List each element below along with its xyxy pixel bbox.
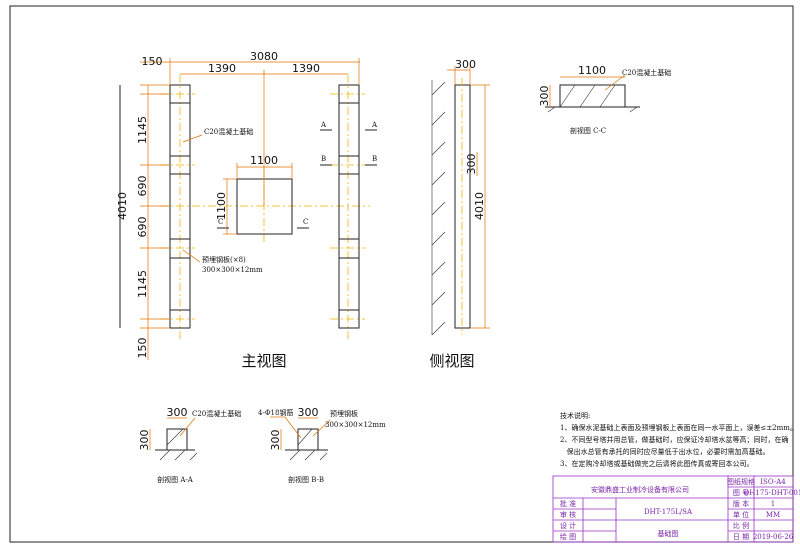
row-label: 版 本: [733, 499, 749, 508]
row-value: ISO-A4: [760, 478, 786, 486]
main-view: 3080 150 1390 1390 4010 1145 690 690 114…: [116, 50, 378, 370]
bb-dim-width: 300: [298, 406, 319, 419]
section-cc: 1100 300 C20混凝土基础 剖视图 C-C: [538, 64, 671, 135]
company-name: 安徽鼎盛工业制冷设备有限公司: [591, 485, 689, 494]
cc-dim-height: 300: [538, 86, 551, 107]
section-a-right: A: [371, 121, 378, 129]
note-item: 2、不同型号塔并用总管，做基础时，应保证冷却塔水盆等高；同时，在确: [560, 435, 788, 444]
row-value: DH175-DHT-001: [744, 489, 800, 497]
steel-plates: [170, 102, 359, 311]
row-value: 2019-06-26: [753, 533, 794, 541]
dim-bottom-offset: 150: [136, 338, 149, 359]
dim-total-width: 3080: [250, 50, 278, 63]
side-dim-mid: 300: [465, 154, 478, 175]
section-b-right: B: [372, 155, 377, 163]
dim-seg3: 690: [136, 217, 149, 238]
note-item: 1、确保水泥基础上表面及预埋钢板上表面在同一水平面上，误差≤±2mm。: [560, 423, 797, 432]
right-foundation-strip: [338, 84, 360, 329]
dim-seg4: 1145: [136, 270, 149, 298]
callout-concrete: C20混凝土基础: [204, 127, 253, 136]
technical-notes: 技术说明: 1、确保水泥基础上表面及预埋钢板上表面在同一水平面上，误差≤±2mm…: [560, 411, 797, 468]
cc-callout: C20混凝土基础: [622, 68, 671, 77]
model-number: DHT-175L/SA: [644, 508, 693, 516]
row-label: 图 号: [733, 489, 749, 497]
label-design: 设 计: [560, 521, 576, 530]
note-item: 保出水总管有承托的同时应尽量低于出水位，必要时需加高基础。: [560, 447, 770, 456]
label-review: 审 核: [560, 510, 576, 519]
side-dim-top: 300: [455, 58, 476, 71]
bb-callout-plate: 预埋钢板: [330, 409, 358, 418]
sheet-border: [9, 5, 794, 543]
row-label: 日 期: [733, 533, 749, 541]
drawing-name: 基础图: [658, 529, 679, 538]
dim-left-offset: 150: [142, 55, 163, 68]
dim-box-height: 1100: [215, 192, 228, 220]
aa-dim-width: 300: [167, 406, 188, 419]
dim-half-right: 1390: [292, 62, 320, 75]
side-dim-height: 4010: [473, 192, 486, 220]
cc-dim-width: 1100: [578, 64, 606, 77]
main-view-title: 主视图: [241, 352, 286, 370]
left-foundation-strip: [169, 84, 191, 329]
aa-callout: C20混凝土基础: [192, 409, 241, 418]
section-a-left: A: [320, 121, 327, 129]
section-aa: 300 300 C20混凝土基础 剖视图 A-A: [138, 406, 241, 484]
label-approve: 批 准: [560, 499, 576, 508]
center-foundation-box: [236, 178, 293, 235]
dim-box-width: 1100: [250, 154, 278, 167]
side-view-title: 侧视图: [429, 352, 474, 370]
row-value: 1: [771, 500, 775, 508]
note-item: 3、在定购冷却塔或基础做完之后请将此图传真或寄回本公司。: [560, 459, 753, 468]
bb-callout-plate-size: 300×300×12mm: [325, 421, 386, 429]
dim-seg2: 690: [136, 176, 149, 197]
dim-half-left: 1390: [208, 62, 236, 75]
section-bb: 300 300 4-Φ18钢筋 预埋钢板 300×300×12mm 剖视图 B-…: [258, 406, 386, 484]
side-foundation: [454, 84, 471, 329]
section-c-right: C: [303, 218, 308, 226]
callout-plate: 预埋钢板(×8): [202, 255, 246, 264]
cc-title: 剖视图 C-C: [570, 126, 606, 135]
section-b-left: B: [321, 155, 326, 163]
aa-dim-height: 300: [138, 430, 151, 451]
row-label: 比 例: [733, 521, 749, 530]
notes-heading: 技术说明:: [560, 411, 590, 420]
bb-title: 剖视图 B-B: [288, 475, 324, 484]
dim-seg1: 1145: [136, 116, 149, 144]
aa-title: 剖视图 A-A: [157, 475, 194, 484]
row-value: MM: [766, 511, 780, 519]
bb-dim-height: 300: [269, 430, 282, 451]
side-view: 300 300 4010 侧视图: [429, 58, 490, 370]
label-draw: 绘 图: [560, 532, 576, 541]
section-c-left: C: [218, 218, 223, 226]
row-label: 图纸规格: [727, 477, 755, 486]
row-label: 单 位: [733, 510, 749, 519]
callout-plate-size: 300×300×12mm: [202, 266, 263, 274]
dim-total-height: 4010: [116, 192, 129, 220]
title-block: 安徽鼎盛工业制冷设备有限公司 DHT-175L/SA 基础图 批 准 审 核 设…: [552, 475, 800, 543]
bb-callout-rebar: 4-Φ18钢筋: [258, 408, 293, 417]
